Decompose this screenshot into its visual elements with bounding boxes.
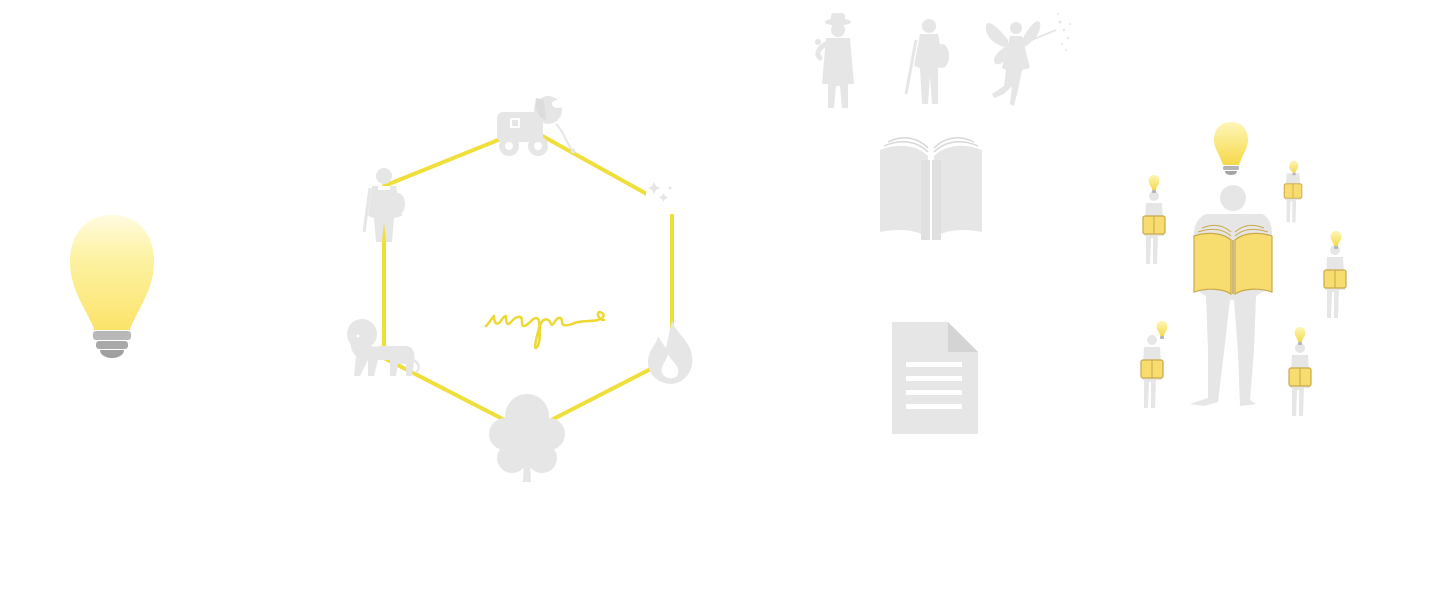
- document-icon: [892, 322, 978, 434]
- readers-group: [1140, 122, 1347, 417]
- story-elements-column: [815, 13, 1071, 434]
- small-reader-bulb: [1156, 321, 1168, 339]
- small-reader-bulb: [1289, 160, 1299, 176]
- cycle-hexagon: [382, 126, 674, 434]
- small-reader: [1288, 342, 1312, 417]
- lion-icon: [347, 319, 420, 376]
- toy-dog-icon: [497, 96, 576, 156]
- detective-icon: [815, 13, 854, 108]
- knight-icon: [362, 168, 405, 242]
- lightbulb-icon: [1214, 122, 1248, 175]
- small-reader: [1140, 334, 1164, 409]
- fairy-icon: [985, 13, 1071, 106]
- small-reader-bulb: [1148, 175, 1160, 193]
- book-icon: [1193, 224, 1273, 296]
- story-cycle-diagram: [347, 96, 693, 482]
- knight-icon: [904, 19, 949, 104]
- center-scribble: [484, 310, 606, 350]
- open-book-icon: [880, 136, 982, 240]
- fire-icon: [648, 320, 693, 384]
- tree-icon: [489, 394, 565, 482]
- small-reader: [1142, 190, 1166, 265]
- reader-figure-icon: [1190, 185, 1273, 406]
- sparkle-icon: [646, 178, 674, 214]
- small-reader-bulb: [1294, 327, 1306, 345]
- idea-lightbulb-icon: [70, 215, 154, 358]
- small-reader: [1323, 244, 1347, 319]
